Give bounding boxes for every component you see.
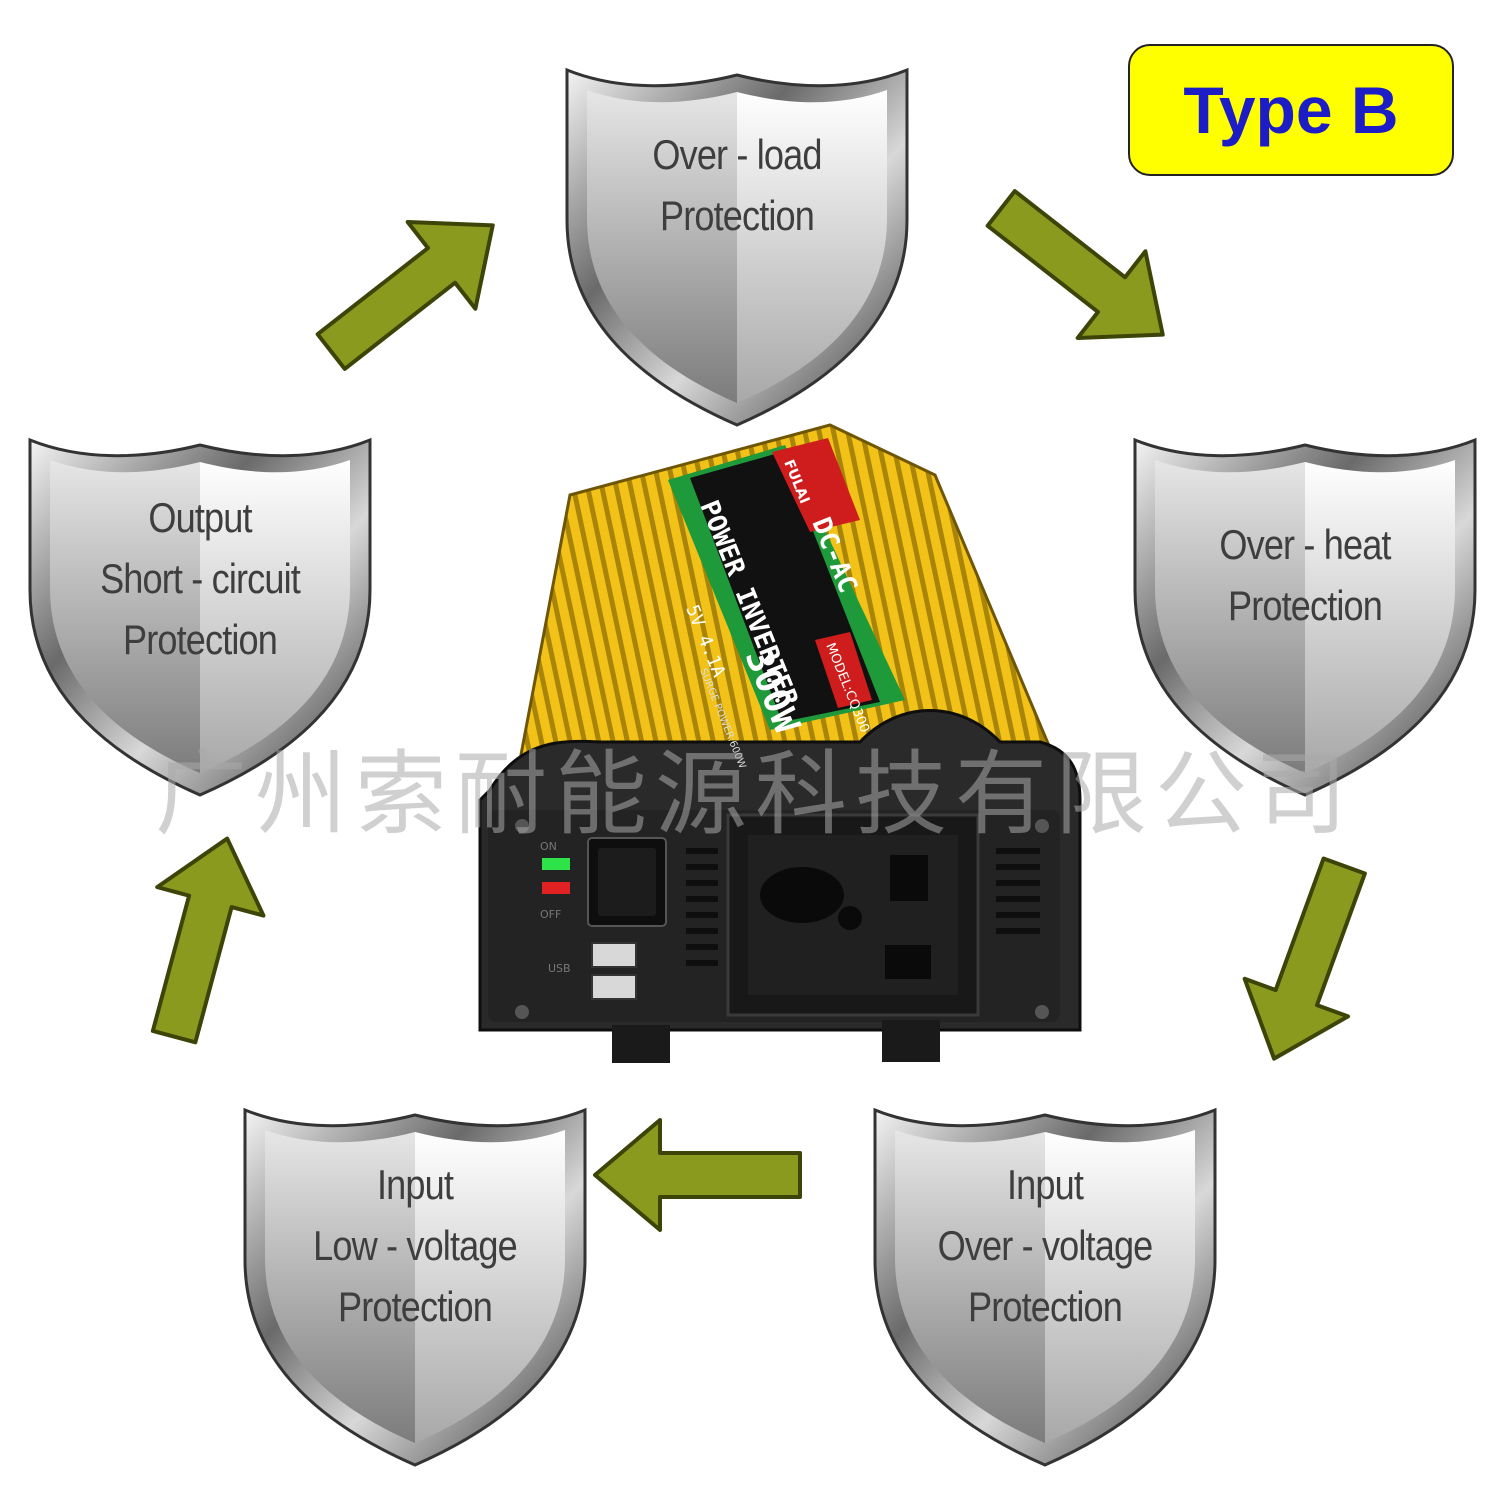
arrow-top-to-right	[965, 163, 1199, 380]
type-badge-label: Type B	[1183, 73, 1399, 147]
arrow-bottom-to-left	[593, 1118, 802, 1232]
arrow-right-to-bottom	[1220, 845, 1398, 1080]
power-led-green	[542, 858, 570, 870]
usb-label: USB	[548, 962, 571, 975]
arrow-bottom-left-up	[118, 822, 283, 1053]
switch-on-label: ON	[540, 840, 557, 853]
type-badge: Type B	[1128, 44, 1454, 176]
inverter-image	[478, 423, 1082, 1063]
usb-port-2	[591, 974, 637, 1000]
usb-port-1	[591, 942, 637, 968]
power-led-red	[542, 882, 570, 894]
switch-off-label: OFF	[540, 908, 561, 921]
arrow-left-to-top	[295, 180, 529, 397]
watermark: 广州索耐能源科技有限公司	[154, 741, 1355, 848]
